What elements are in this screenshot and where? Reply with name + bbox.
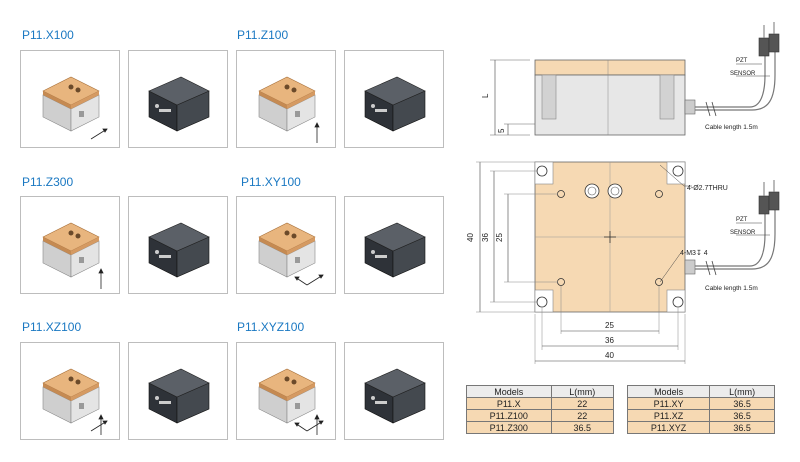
cable-length-label-2: Cable length 1.5m xyxy=(705,285,758,292)
table-cell: P11.X xyxy=(466,397,552,410)
table-cell: 36.5 xyxy=(709,409,775,422)
table1-header-l: L(mm) xyxy=(550,385,615,398)
table2-header-l: L(mm) xyxy=(709,385,775,398)
product-render-outline xyxy=(236,196,336,294)
table-cell: 36.5 xyxy=(550,421,615,434)
product-render-outline xyxy=(20,50,120,148)
pzt-label: PZT xyxy=(736,58,748,64)
product-render-dark xyxy=(128,196,228,294)
dimension-drawing: L 5 PZT SENSOR Cable length 1.5m xyxy=(466,22,780,364)
dim-36-vertical: 36 xyxy=(481,233,490,242)
dim-40-horizontal: 40 xyxy=(605,351,614,360)
product-render-outline xyxy=(236,342,336,440)
table-cell: P11.XY xyxy=(626,397,711,410)
dim-25-horizontal: 25 xyxy=(605,321,614,330)
thru-hole-label: 4-Ø2.7THRU xyxy=(687,185,728,192)
table-cell: 22 xyxy=(550,409,615,422)
product-render-outline xyxy=(236,50,336,148)
product-render-dark xyxy=(344,342,444,440)
sensor-label: SENSOR xyxy=(730,71,756,77)
model-label-xy100: P11.XY100 xyxy=(241,175,301,189)
table-cell: P11.XYZ xyxy=(626,421,711,434)
model-label-x100: P11.X100 xyxy=(22,28,74,42)
table-row: P11.Z300 36.5 xyxy=(466,421,615,434)
table-row: P11.Z100 22 xyxy=(466,409,615,422)
dim-25-vertical: 25 xyxy=(495,233,504,242)
table-cell: P11.Z100 xyxy=(466,409,552,422)
top-view: 4-Ø2.7THRU 4-M3↧ 4 PZT SENSOR Cable leng… xyxy=(466,161,780,364)
spec-table-2: Models L(mm) P11.XY 36.5 P11.XZ 36.5 P11… xyxy=(626,385,775,434)
table-row: P11.XZ 36.5 xyxy=(626,409,775,422)
table-row: P11.XY 36.5 xyxy=(626,397,775,410)
product-render-outline xyxy=(20,342,120,440)
model-label-xyz100: P11.XYZ100 xyxy=(237,320,305,334)
product-render-dark xyxy=(344,50,444,148)
sensor-label-2: SENSOR xyxy=(730,230,756,236)
table-cell: 36.5 xyxy=(709,397,775,410)
dim-5-label: 5 xyxy=(497,128,506,133)
spec-table-1: Models L(mm) P11.X 22 P11.Z100 22 P11.Z3… xyxy=(466,385,615,434)
dim-40-vertical: 40 xyxy=(466,233,475,242)
table-cell: 36.5 xyxy=(709,421,775,434)
product-render-dark xyxy=(344,196,444,294)
table-cell: P11.XZ xyxy=(626,409,711,422)
table1-header-models: Models xyxy=(466,385,552,398)
product-render-dark xyxy=(128,50,228,148)
dim-36-horizontal: 36 xyxy=(605,336,614,345)
cable-length-label: Cable length 1.5m xyxy=(705,124,758,131)
product-render-dark xyxy=(128,342,228,440)
tap-hole-label: 4-M3↧ 4 xyxy=(680,249,708,257)
model-label-z100: P11.Z100 xyxy=(237,28,289,42)
side-view: L 5 PZT SENSOR Cable length 1.5m xyxy=(481,22,780,136)
table-cell: 22 xyxy=(550,397,615,410)
model-label-xz100: P11.XZ100 xyxy=(22,320,82,334)
table2-header-models: Models xyxy=(626,385,711,398)
table-row: P11.X 22 xyxy=(466,397,615,410)
product-render-outline xyxy=(20,196,120,294)
table-row: P11.XYZ 36.5 xyxy=(626,421,775,434)
dim-l-label: L xyxy=(481,93,490,98)
pzt-label-2: PZT xyxy=(736,217,748,223)
model-label-z300: P11.Z300 xyxy=(22,175,74,189)
table-cell: P11.Z300 xyxy=(466,421,552,434)
